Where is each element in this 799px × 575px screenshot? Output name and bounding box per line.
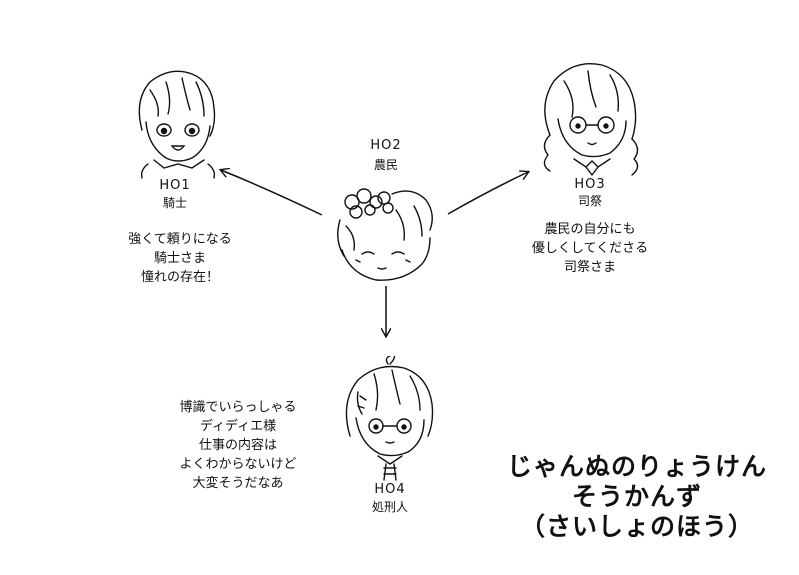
h04-role: 処刑人	[371, 500, 408, 514]
h03-description-line: 司祭さま	[563, 260, 616, 275]
diagram-title: じゃんぬのりょうけん そうかんず （さいしょのほう）	[492, 452, 782, 542]
h03-description: 農民の自分にも 優しくしてくださる 司祭さま	[520, 220, 660, 277]
h04-code: HO4	[374, 482, 406, 497]
title-line: そうかんず	[571, 482, 702, 511]
node-h03: HO3 司祭	[530, 55, 650, 215]
title-line: じゃんぬのりょうけん	[506, 452, 767, 481]
node-h02: HO2 農民	[326, 136, 446, 296]
h04-description-line: よくわからないけど	[179, 457, 297, 472]
title-line: （さいしょのほう）	[519, 512, 754, 541]
h01-description-line: 憧れの存在！	[140, 270, 219, 285]
h01-code: HO1	[159, 178, 191, 193]
node-h01: HO1 騎士	[120, 60, 230, 220]
h02-code: HO2	[370, 138, 402, 153]
h03-description-line: 農民の自分にも	[544, 222, 636, 237]
h02-role: 農民	[373, 158, 398, 172]
h01-description-line: 騎士さま	[153, 251, 206, 266]
farmer-portrait	[337, 188, 433, 281]
h03-description-line: 優しくしてくださる	[531, 241, 649, 256]
h01-description: 強くて頼りになる 騎士さま 憧れの存在！	[110, 230, 250, 287]
h04-description-line: 博識でいらっしゃる	[179, 400, 297, 415]
h04-description-line: 大変そうだなあ	[192, 476, 284, 491]
h04-description-line: ディディエ様	[199, 419, 277, 434]
knight-portrait	[138, 70, 216, 179]
h03-role: 司祭	[577, 194, 602, 208]
node-h04: HO4 処刑人	[330, 356, 450, 526]
h01-description-line: 強くて頼りになる	[128, 232, 232, 247]
h03-code: HO3	[574, 177, 606, 192]
arrow-to-h01	[221, 170, 323, 216]
executioner-portrait	[345, 356, 434, 481]
arrow-to-h03	[447, 172, 528, 215]
h04-description: 博識でいらっしゃる ディディエ様 仕事の内容は よくわからないけど 大変そうだな…	[158, 398, 318, 493]
h04-description-line: 仕事の内容は	[198, 438, 277, 453]
h01-role: 騎士	[162, 196, 187, 210]
priest-portrait	[543, 63, 639, 177]
